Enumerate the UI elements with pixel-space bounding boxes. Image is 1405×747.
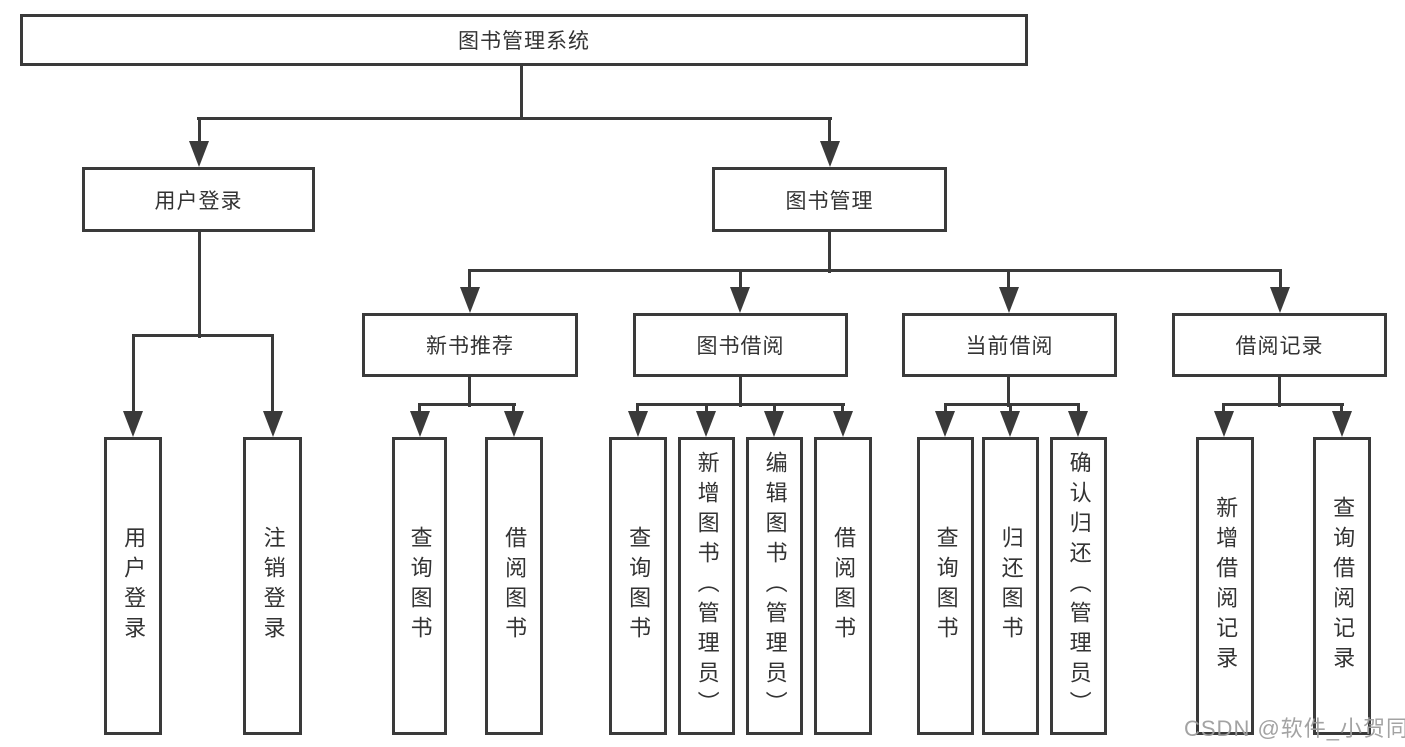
leaf-records-query-record: 查询借阅记录 [1313, 437, 1371, 735]
connector-line [198, 230, 201, 338]
connector-line [828, 117, 831, 145]
arrow-down-icon [1068, 411, 1088, 437]
leaf-borrow-borrow-books: 借阅图书 [814, 437, 872, 735]
connector-line [1340, 403, 1343, 415]
arrow-down-icon [1270, 287, 1290, 313]
leaf-borrow-edit-books-admin-label: 编辑图书（管理员） [762, 451, 788, 721]
connector-line [1009, 403, 1012, 415]
leaf-current-query-books: 查询图书 [917, 437, 974, 735]
leaf-borrow-add-books-admin-label: 新增图书（管理员） [694, 451, 720, 721]
connector-line [944, 403, 1080, 406]
connector-line [520, 64, 523, 120]
node-new-book-recommend: 新书推荐 [362, 313, 578, 377]
connector-line [944, 403, 947, 415]
connector-line [468, 269, 471, 291]
connector-line [1222, 403, 1225, 415]
connector-line [705, 403, 708, 415]
connector-line [739, 269, 742, 291]
arrow-down-icon [504, 411, 524, 437]
leaf-user-login: 用户登录 [104, 437, 162, 735]
arrow-down-icon [1332, 411, 1352, 437]
node-book-management: 图书管理 [712, 167, 947, 232]
leaf-current-return-books-label: 归还图书 [998, 526, 1024, 646]
arrow-down-icon [460, 287, 480, 313]
arrow-down-icon [820, 141, 840, 167]
connector-line [1007, 269, 1010, 291]
leaf-borrow-edit-books-admin: 编辑图书（管理员） [746, 437, 803, 735]
leaf-borrow-add-books-admin: 新增图书（管理员） [678, 437, 735, 735]
leaf-recommend-query-books-label: 查询图书 [407, 526, 433, 646]
leaf-borrow-query-books-label: 查询图书 [626, 526, 652, 646]
node-user-login: 用户登录 [82, 167, 315, 232]
leaf-borrow-query-books: 查询图书 [609, 437, 667, 735]
node-root-label: 图书管理系统 [458, 30, 590, 53]
arrow-down-icon [935, 411, 955, 437]
leaf-records-add-record: 新增借阅记录 [1196, 437, 1254, 735]
connector-line [1222, 403, 1344, 406]
leaf-recommend-query-books: 查询图书 [392, 437, 447, 735]
connector-line [636, 403, 639, 415]
connector-line [1278, 375, 1281, 407]
connector-line [468, 375, 471, 407]
leaf-borrow-borrow-books-label: 借阅图书 [831, 526, 857, 646]
leaf-user-login-label: 用户登录 [121, 526, 147, 646]
node-borrow-records: 借阅记录 [1172, 313, 1387, 377]
connector-line [418, 403, 421, 415]
connector-line [132, 334, 274, 337]
leaf-records-add-record-label: 新增借阅记录 [1213, 496, 1239, 676]
connector-line [1007, 375, 1010, 407]
csdn-watermark: CSDN @软件_小贺同学 [1184, 716, 1405, 741]
arrow-down-icon [410, 411, 430, 437]
leaf-current-confirm-return-admin-label: 确认归还（管理员） [1066, 451, 1092, 721]
leaf-records-query-record-label: 查询借阅记录 [1330, 496, 1356, 676]
connector-line [841, 403, 844, 415]
connector-line [512, 403, 515, 415]
node-book-management-label: 图书管理 [785, 189, 874, 213]
connector-line [197, 117, 832, 120]
connector-line [636, 403, 845, 406]
node-user-login-label: 用户登录 [154, 189, 243, 213]
node-borrow-records-label: 借阅记录 [1235, 335, 1324, 358]
leaf-current-return-books: 归还图书 [982, 437, 1039, 735]
node-current-borrow-label: 当前借阅 [965, 335, 1054, 358]
leaf-logout: 注销登录 [243, 437, 302, 735]
arrow-down-icon [730, 287, 750, 313]
connector-line [132, 334, 135, 414]
leaf-logout-label: 注销登录 [260, 526, 286, 646]
connector-line [1077, 403, 1080, 415]
arrow-down-icon [263, 411, 283, 437]
connector-line [468, 269, 1282, 272]
arrow-down-icon [628, 411, 648, 437]
leaf-current-confirm-return-admin: 确认归还（管理员） [1050, 437, 1107, 735]
arrow-down-icon [123, 411, 143, 437]
node-root-library-management-system: 图书管理系统 [20, 14, 1028, 66]
arrow-down-icon [1000, 411, 1020, 437]
connector-line [198, 117, 201, 145]
arrow-down-icon [189, 141, 209, 167]
node-book-borrow: 图书借阅 [633, 313, 848, 377]
arrow-down-icon [999, 287, 1019, 313]
connector-line [773, 403, 776, 415]
node-new-book-recommend-label: 新书推荐 [426, 335, 514, 358]
leaf-recommend-borrow-books: 借阅图书 [485, 437, 543, 735]
node-current-borrow: 当前借阅 [902, 313, 1117, 377]
connector-line [418, 403, 516, 406]
arrow-down-icon [764, 411, 784, 437]
arrow-down-icon [833, 411, 853, 437]
leaf-current-query-books-label: 查询图书 [933, 526, 959, 646]
connector-line [828, 230, 831, 273]
connector-line [739, 375, 742, 407]
arrow-down-icon [1214, 411, 1234, 437]
node-book-borrow-label: 图书借阅 [696, 335, 785, 358]
arrow-down-icon [696, 411, 716, 437]
connector-line [271, 334, 274, 414]
connector-line [1279, 269, 1282, 291]
leaf-recommend-borrow-books-label: 借阅图书 [502, 526, 528, 646]
